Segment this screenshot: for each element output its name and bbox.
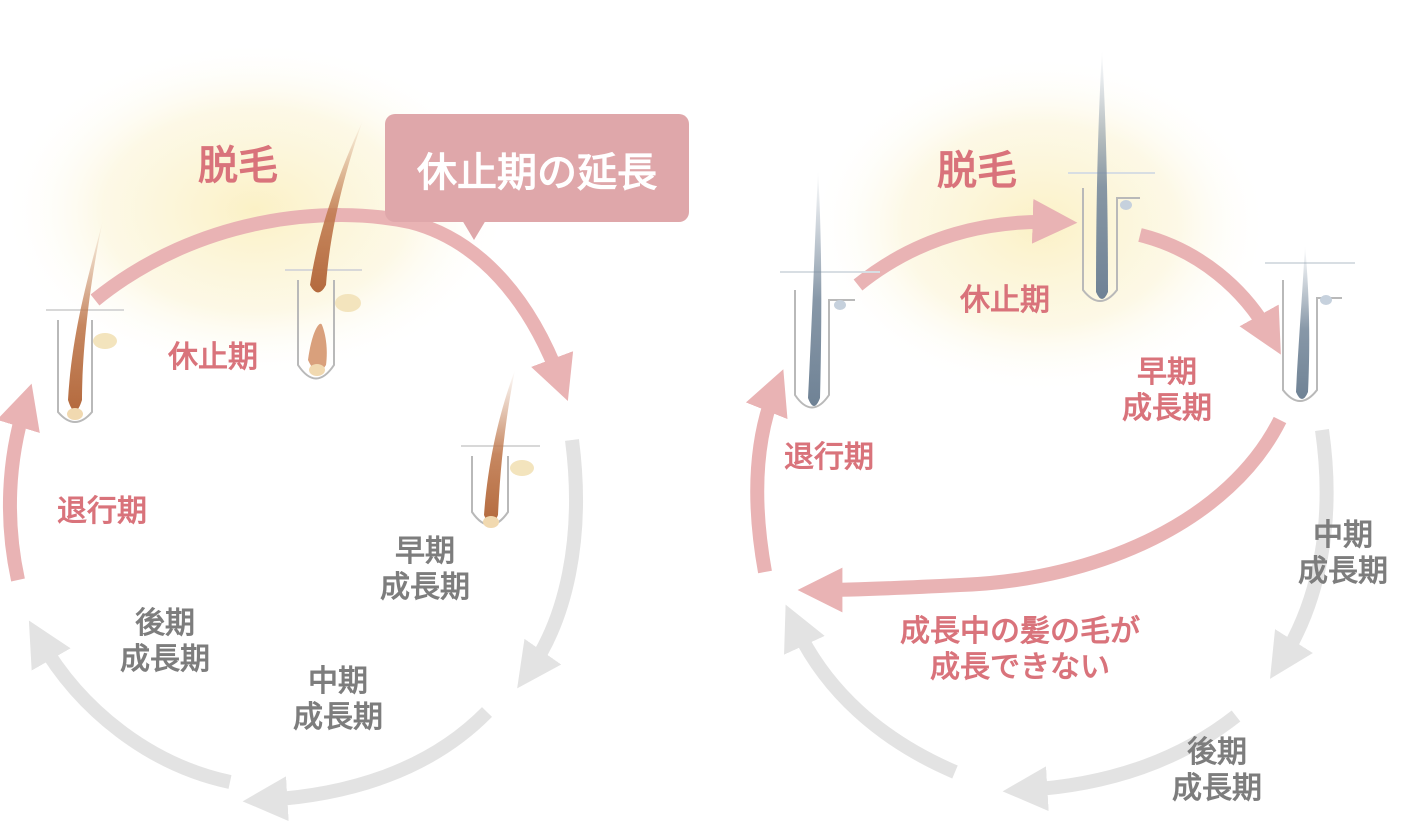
left-early-anagen-label: 早期 成長期 — [380, 534, 470, 605]
right-follicle-telogen — [1068, 50, 1155, 302]
right-arrow-late — [1002, 710, 1241, 812]
left-follicle-early-anagen — [461, 370, 540, 528]
left-arrow-catagen-to-removal — [0, 383, 40, 582]
right-removal-label: 脱毛 — [937, 148, 1017, 194]
left-follicle-catagen — [46, 220, 124, 423]
right-mid-anagen-label: 中期 成長期 — [1298, 518, 1388, 589]
right-follicle-early-anagen — [1265, 245, 1355, 402]
callout-label: 休止期の延長 — [417, 150, 657, 196]
right-arrow-to-telogen — [853, 198, 1078, 291]
left-arrow-mid-to-late — [242, 707, 492, 822]
callout-bubble — [385, 114, 689, 222]
right-early-anagen-label: 早期 成長期 — [1122, 355, 1212, 426]
left-removal-label: 脱毛 — [198, 143, 278, 189]
left-mid-anagen-label: 中期 成長期 — [293, 664, 383, 735]
right-arrow-catagen-up — [745, 369, 788, 574]
left-arrow-early-to-mid — [517, 439, 583, 689]
left-catagen-label: 退行期 — [57, 494, 147, 529]
left-arrow-late-to-catagen — [28, 620, 232, 789]
right-follicle-catagen — [780, 170, 880, 409]
right-catagen-label: 退行期 — [784, 440, 874, 475]
right-arrow-early-to-catagen-short — [797, 416, 1287, 613]
left-glow — [0, 40, 510, 380]
left-follicle-telogen — [285, 120, 363, 380]
right-arrow-telogen-to-early — [1138, 228, 1281, 355]
right-arrow-mid — [1270, 429, 1334, 679]
right-arrow-late-to-catagen — [784, 604, 958, 779]
right-late-anagen-label: 後期 成長期 — [1172, 735, 1262, 806]
right-telogen-label: 休止期 — [960, 283, 1050, 318]
callout-tail — [462, 220, 486, 240]
left-telogen-label: 休止期 — [168, 340, 258, 375]
left-late-anagen-label: 後期 成長期 — [120, 606, 210, 677]
right-cannot-grow-note: 成長中の髪の毛が 成長できない — [900, 614, 1140, 685]
